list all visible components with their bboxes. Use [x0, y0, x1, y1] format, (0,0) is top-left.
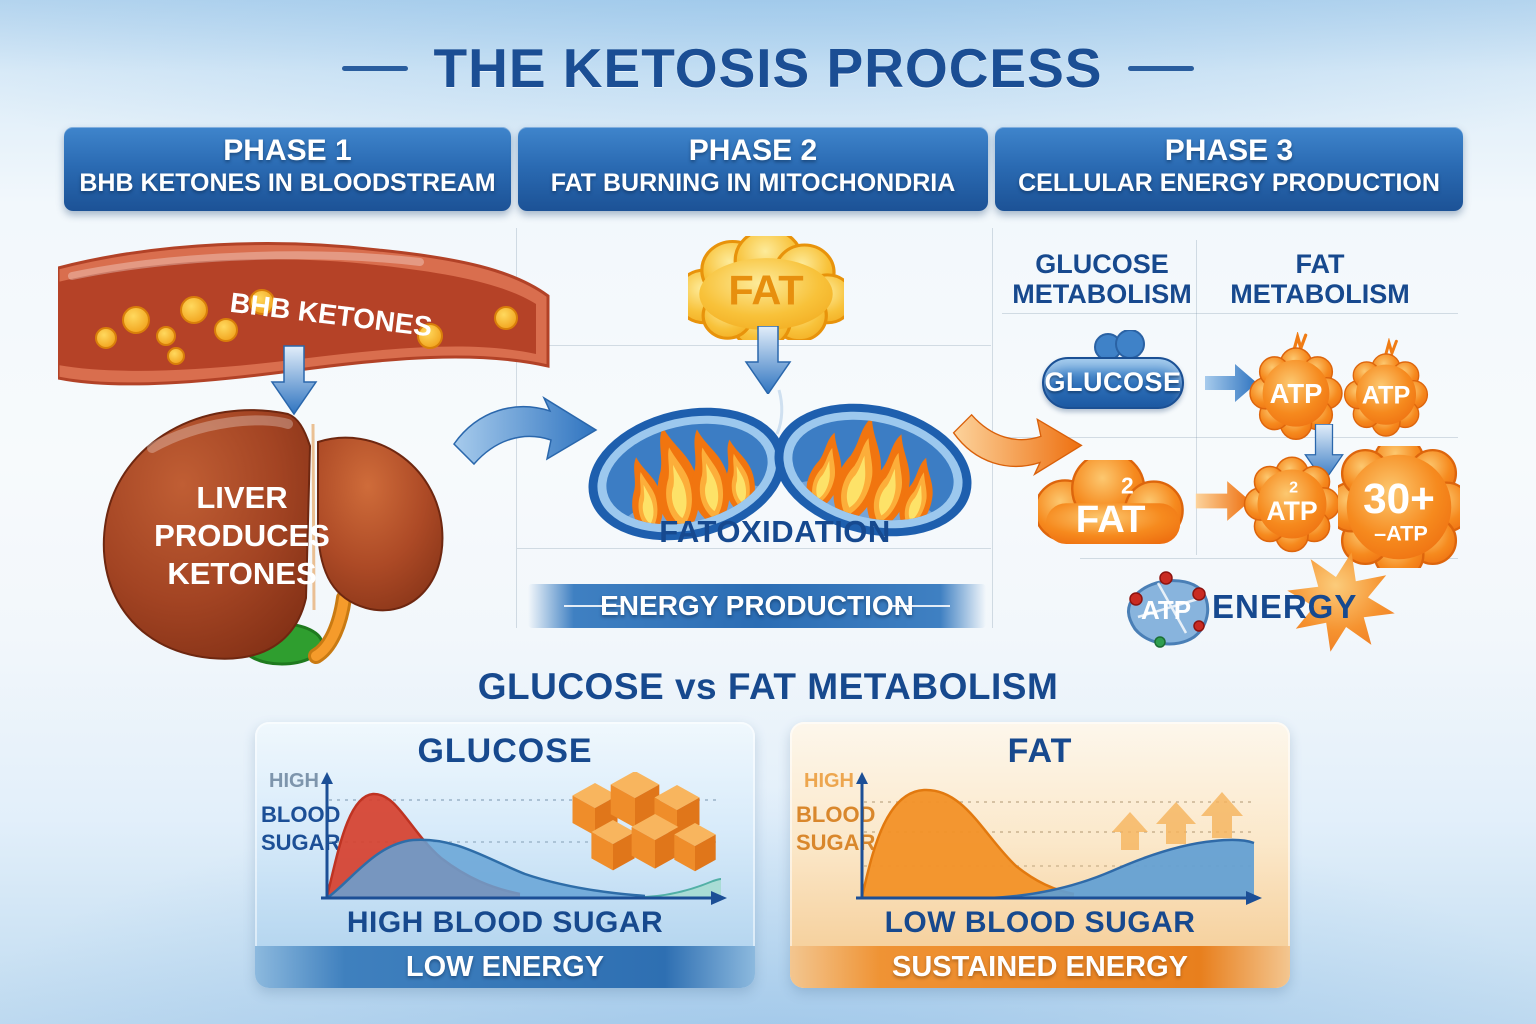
atp-cloud-1: ATP: [1249, 333, 1343, 440]
guide-line-phase2-top: [517, 345, 991, 346]
sustained-energy-banner: SUSTAINED ENERGY: [790, 946, 1290, 988]
glucose-pill: GLUCOSE: [1042, 357, 1184, 409]
blood-vessel-illustration: BHB KETONES: [58, 242, 550, 386]
atp-cloud-2: ATP: [1343, 339, 1429, 437]
phase2-banner: PHASE 2 FAT BURNING IN MITOCHONDRIA: [518, 127, 988, 211]
fat-oxidation-caption: FATOXIDATION: [659, 514, 891, 549]
fat-cloud-illustration: FAT: [688, 236, 844, 340]
low-energy-banner: LOW ENERGY: [255, 946, 755, 988]
rising-energy-arrows-icon: [1112, 792, 1243, 850]
fat-cloud-label: FAT: [728, 266, 803, 313]
atp-label: ATP: [1270, 378, 1323, 409]
glucose-molecule-icon: [1094, 330, 1145, 361]
phase1-banner: PHASE 1 BHB KETONES IN BLOODSTREAM: [64, 127, 511, 211]
title-dash-right: [1128, 65, 1195, 71]
y-axis-sugar-label: SUGAR: [261, 830, 341, 855]
energy-curve-area: [327, 839, 721, 898]
phase3-banner: PHASE 3 CELLULAR ENERGY PRODUCTION: [995, 127, 1463, 211]
phase3-column-divider: [1196, 240, 1197, 555]
glucose-header-line2: METABOLISM: [1012, 279, 1192, 310]
phase3-subtitle: CELLULAR ENERGY PRODUCTION: [1018, 169, 1440, 197]
fat-cloud-small: 2 FAT: [1038, 460, 1184, 546]
sustained-energy-curve-area: [990, 839, 1254, 898]
phase1-name: PHASE 1: [223, 134, 352, 167]
energy-label: ENERGY: [1212, 588, 1358, 625]
glucose-metabolism-header: GLUCOSE METABOLISM: [1008, 249, 1196, 309]
y-axis-blood-label: BLOOD: [796, 802, 876, 827]
y-axis-sugar-label: SUGAR: [796, 830, 876, 855]
fat-count-superscript: 2: [1121, 473, 1134, 499]
fat-chart: [856, 772, 1262, 905]
atp-cloud-big: 30+ –ATP: [1338, 446, 1460, 568]
phase3-grid-line-bottom: [1080, 558, 1458, 559]
fat-header-line1: FAT: [1295, 249, 1345, 279]
ketone-dots: [95, 289, 518, 365]
phase-divider-2: [992, 228, 993, 628]
title-dash-left: [341, 65, 408, 71]
sugar-cubes-icon: [572, 772, 716, 872]
liver-illustration: LIVER PRODUCES KETONES: [102, 409, 444, 666]
curved-arrow-liver-to-mitochondria: [453, 396, 598, 466]
atp-cloud-fat: 2 ATP: [1243, 456, 1341, 553]
curved-arrow-mitochondria-to-energy: [952, 413, 1083, 476]
glucose-chart-panel: GLUCOSE HIGH BLOOD SUGAR HIGH BLOOD SU: [255, 722, 755, 988]
glucose-chart: [321, 772, 727, 905]
phase2-name: PHASE 2: [688, 134, 818, 167]
energy-production-banner: ENERGY PRODUCTION: [528, 584, 986, 628]
energy-starburst-icon: [1287, 552, 1395, 652]
phase3-name: PHASE 3: [1164, 134, 1294, 167]
atp-big-value: 30+: [1363, 475, 1435, 522]
liver-label-line1: LIVER: [196, 480, 287, 515]
fat-metabolism-header: FAT METABOLISM: [1222, 249, 1418, 309]
glucose-panel-title: GLUCOSE: [417, 732, 593, 770]
atp-count-superscript: 2: [1289, 479, 1298, 497]
glucose-header-line1: GLUCOSE: [1035, 249, 1169, 279]
phase2-subtitle: FAT BURNING IN MITOCHONDRIA: [550, 169, 956, 197]
phase1-subtitle: BHB KETONES IN BLOODSTREAM: [79, 169, 496, 197]
fat-panel-title: FAT: [1007, 732, 1073, 770]
guide-line-phase2-bottom: [517, 548, 991, 549]
fat-header-line2: METABOLISM: [1230, 279, 1410, 310]
y-axis-high-label: HIGH: [269, 770, 319, 792]
atp-molecule-label: ATP: [1141, 595, 1191, 625]
y-axis-blood-label: BLOOD: [261, 802, 341, 827]
atp-label: ATP: [1362, 382, 1411, 410]
atp-big-label: –ATP: [1374, 520, 1428, 545]
y-axis-high-label: HIGH: [804, 770, 854, 792]
phase-header-row: PHASE 1 BHB KETONES IN BLOODSTREAM PHASE…: [64, 127, 1463, 211]
liver-label-line2: PRODUCES: [154, 518, 330, 553]
fat-label: FAT: [1076, 498, 1146, 541]
glucose-caption: HIGH BLOOD SUGAR: [346, 906, 664, 939]
page-title: THE KETOSIS PROCESS: [433, 37, 1103, 99]
liver-label-line3: KETONES: [167, 556, 316, 591]
fat-chart-panel: FAT HIGH BLOOD SUGAR LOW BLOOD SUGAR SUS…: [790, 722, 1290, 988]
page-title-row: THE KETOSIS PROCESS: [0, 36, 1536, 100]
phase3-grid-line-mid: [1002, 437, 1458, 438]
comparison-section-title: GLUCOSE vs FAT METABOLISM: [477, 666, 1059, 707]
atp-label: ATP: [1266, 496, 1317, 526]
atp-molecule-icon: ATP: [1127, 571, 1210, 648]
mitochondria-illustration: [583, 376, 979, 572]
phase3-grid-line-top: [1002, 313, 1458, 314]
fat-caption: LOW BLOOD SUGAR: [884, 906, 1196, 939]
